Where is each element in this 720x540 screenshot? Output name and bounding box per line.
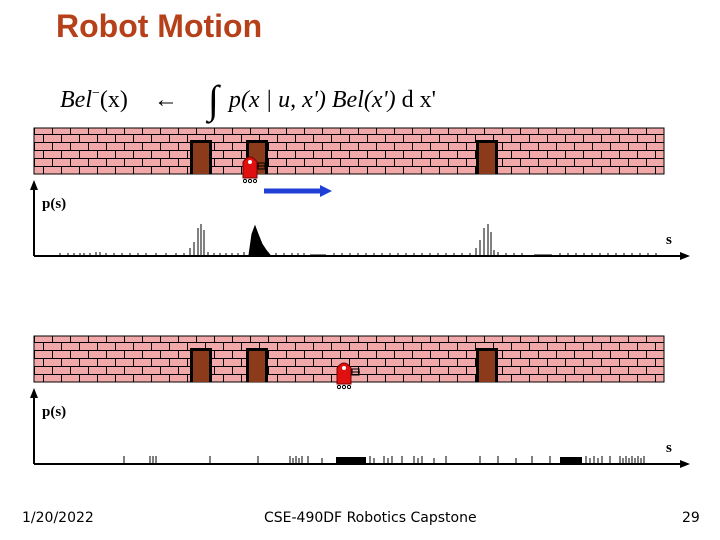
formula-differential: d x' [401,87,436,113]
robot-icon [336,362,360,390]
y-axis-label: p(s) [42,196,66,212]
footer-date: 1/20/2022 [22,510,94,526]
formula-lhs-sup: − [91,86,100,101]
brick-wall [33,127,665,175]
robot-icon [242,156,266,184]
panel-before-motion-svg: p(s) s [30,127,690,260]
formula-arrow: ← [153,87,178,113]
door-2 [246,348,268,382]
x-axis-label: s [666,232,672,248]
axes [30,180,690,260]
formula-integrand-p: p(x | u, x') [228,87,326,113]
door-3 [476,140,498,174]
footer-course: CSE-490DF Robotics Capstone [264,510,477,526]
y-axis-label: p(s) [42,404,66,420]
panel-after-motion-svg: p(s) s [30,335,690,468]
formula-lhs: Bel [60,87,92,113]
formula-integral: ∫ [207,77,219,122]
panel-after-motion: p(s) s [0,334,720,474]
axes [30,388,690,468]
formula-integrand-bel: Bel(x') [331,87,396,113]
motion-update-formula: Bel−(x) ← ∫ p(x | u, x') Bel(x') d x' [60,70,436,122]
footer-page-number: 29 [682,510,700,526]
panel-before-motion: p(s) s [0,126,720,266]
door-1 [190,140,212,174]
belief-histogram [59,224,657,256]
belief-histogram [123,456,645,463]
door-3 [476,348,498,382]
x-axis-label: s [666,440,672,456]
slide-title: Robot Motion [56,8,263,44]
formula-lhs-arg: (x) [99,87,128,113]
door-1 [190,348,212,382]
motion-arrow-icon [264,185,332,197]
